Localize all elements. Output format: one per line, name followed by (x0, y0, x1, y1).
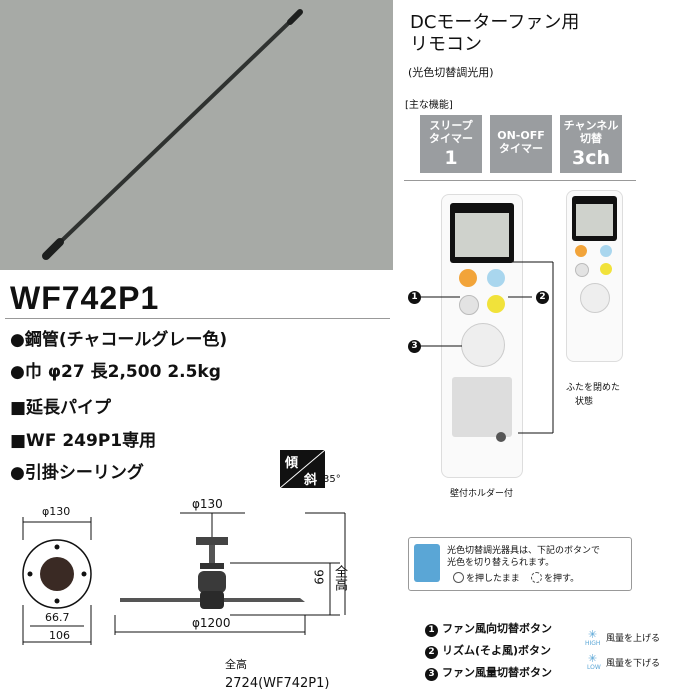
air-tag-high: HIGH (585, 640, 601, 647)
feature-value: 1 (444, 147, 458, 169)
tilt-angle: 35° (323, 474, 341, 485)
fan-high-icon: ✳ (588, 628, 598, 641)
lcd-screen (450, 203, 514, 263)
note-line1: 光色切替調光器具は、下記のボタンで (447, 546, 601, 556)
lcd-screen-closed (572, 196, 617, 241)
spec-compat: ■WF 249P1専用 (10, 431, 157, 451)
note-line3: を押したまま (466, 574, 520, 584)
air-text-low: 風量を下げる (606, 659, 661, 669)
spec-material: ●鋼管(チャコールグレー色) (10, 330, 228, 350)
light-button[interactable] (575, 245, 587, 257)
feature-line1: チャンネル (563, 119, 619, 132)
height-dim-label: 66 (312, 569, 327, 585)
legend-item-2: 2 リズム(そよ風)ボタン (425, 642, 551, 659)
legend-text: リズム(そよ風)ボタン (442, 644, 552, 657)
legend-num: 2 (425, 646, 438, 659)
feature-line1: ON-OFF (497, 129, 545, 142)
closed-caption-2: 状態 (575, 397, 594, 407)
fan-direction-button[interactable] (575, 263, 589, 277)
channel-button[interactable] (496, 432, 506, 442)
canopy-dia-label: φ130 (42, 505, 71, 518)
remote-title-line1: DCモーターファン用 (410, 12, 580, 33)
air-tag-low: LOW (587, 664, 601, 671)
feature-channel: チャンネル 切替 3ch (560, 115, 622, 173)
light-button[interactable] (459, 269, 477, 287)
callout-2: 2 (536, 291, 549, 304)
note-line4: を押す。 (544, 574, 580, 584)
feature-onoff-timer: ON-OFF タイマー (490, 115, 552, 173)
total-height-value: 2724(WF742P1) (225, 676, 330, 691)
legend-text: ファン風向切替ボタン (442, 622, 552, 635)
feature-line2: タイマー (429, 132, 473, 145)
note-line2: 光色を切り替えられます。 (447, 558, 555, 568)
feature-line2: タイマー (499, 142, 543, 155)
feature-value: 3ch (571, 147, 610, 169)
pipe-image (42, 9, 303, 260)
feature-line2: 切替 (580, 132, 602, 145)
product-photo (0, 0, 393, 270)
air-text-high: 風量を上げる (606, 634, 661, 644)
light-button-icon (453, 572, 464, 583)
light-toggle-button[interactable] (600, 245, 612, 257)
divider (404, 180, 636, 181)
callout-1: 1 (408, 291, 421, 304)
remote-open (441, 194, 523, 478)
remote-closed (566, 190, 623, 362)
legend-num: 3 (425, 668, 438, 681)
feature-sleep-timer: スリープ タイマー 1 (420, 115, 482, 173)
dimension-drawing (22, 512, 346, 645)
tilt-badge: 傾 斜 (280, 450, 325, 488)
feature-line1: スリープ (429, 119, 473, 132)
motor-dia-label: φ130 (192, 497, 223, 511)
closed-caption-1: ふたを閉めた (566, 383, 621, 393)
total-height-vertical: 全高 (332, 565, 347, 591)
tilt-top: 傾 (285, 456, 299, 471)
light-toggle-button[interactable] (487, 269, 505, 287)
rhythm-button[interactable] (600, 263, 612, 275)
callout-3: 3 (408, 340, 421, 353)
divider (5, 318, 390, 319)
fan-speed-dpad[interactable] (461, 323, 505, 367)
timer-panel (452, 377, 512, 437)
fan-low-icon: ✳ (588, 652, 598, 665)
remote-title-line2: リモコン (410, 34, 482, 55)
callout-lines (420, 261, 554, 434)
rhythm-button[interactable] (487, 295, 505, 313)
blade-dia-label: φ1200 (192, 616, 231, 630)
legend-item-3: 3 ファン風量切替ボタン (425, 664, 552, 681)
total-height-label: 全高 (225, 658, 247, 671)
tilt-bottom: 斜 (304, 473, 318, 488)
remote-title: DCモーターファン用 リモコン (410, 12, 579, 56)
spec-ceiling: ●引掛シーリング (10, 463, 144, 483)
inner-dim-label: 66.7 (45, 611, 70, 624)
holder-caption: 壁付ホルダー付 (450, 489, 514, 499)
note-box: 光色切替調光器具は、下記のボタンで 光色を切り替えられます。 を押したまま を押… (408, 537, 632, 591)
outer-dim-label: 106 (49, 629, 70, 642)
legend-num: 1 (425, 624, 438, 637)
fan-speed-dpad[interactable] (580, 283, 610, 313)
fan-button-icon (531, 572, 542, 583)
legend-item-1: 1 ファン風向切替ボタン (425, 620, 552, 637)
spec-type: ■延長パイプ (10, 398, 112, 418)
model-number: WF742P1 (10, 280, 160, 316)
light-switch-icon (414, 544, 440, 582)
legend-text: ファン風量切替ボタン (442, 666, 552, 679)
features-heading: [主な機能] (405, 100, 453, 111)
remote-subtitle: (光色切替調光用) (408, 66, 494, 79)
spec-dimensions: ●巾 φ27 長2,500 2.5kg (10, 362, 221, 382)
fan-direction-button[interactable] (459, 295, 479, 315)
